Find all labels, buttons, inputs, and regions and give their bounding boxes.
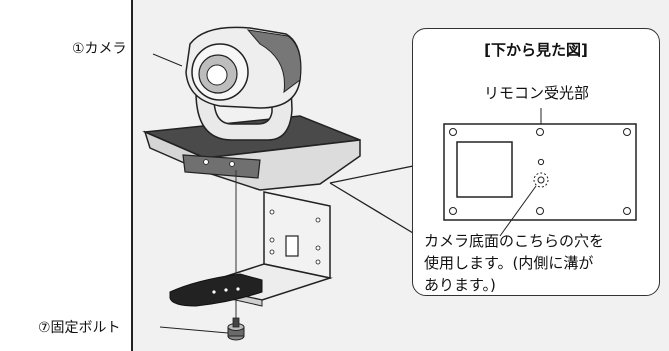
- corner-hole: [623, 128, 631, 136]
- hole-description: カメラ底面のこちらの穴を 使用します。(内側に溝が あります。): [424, 230, 664, 296]
- callout-title: [下から見た図]: [484, 41, 588, 59]
- corner-hole: [449, 207, 457, 215]
- corner-hole: [536, 207, 544, 215]
- corner-hole: [536, 128, 544, 136]
- lens-inner: [206, 64, 228, 86]
- bottom-window: [456, 141, 513, 198]
- camera-label: ①カメラ: [72, 41, 127, 57]
- description-line: あります。): [424, 276, 496, 294]
- bolt-leader-line: [159, 326, 229, 334]
- remote-receiver-label: リモコン受光部: [484, 84, 590, 102]
- callout-connector: [329, 164, 419, 237]
- camera-base: [142, 115, 361, 191]
- fixing-bolt: [227, 317, 245, 341]
- corner-hole: [623, 207, 631, 215]
- mounting-bracket: [169, 191, 333, 307]
- bolt-label: ⑦固定ボルト: [38, 320, 121, 336]
- tripod-hole: [537, 176, 545, 184]
- remote-receiver-sensor: [537, 158, 545, 166]
- wall-line: [131, 0, 133, 351]
- description-line: 使用します。(内側に溝が: [424, 254, 594, 272]
- camera-head: [185, 26, 302, 109]
- camera-leader-line: [152, 53, 183, 67]
- corner-hole: [449, 128, 457, 136]
- description-line: カメラ底面のこちらの穴を: [424, 232, 605, 250]
- tripod-hole-ring: [533, 172, 549, 188]
- hole-leader-line: [499, 185, 537, 237]
